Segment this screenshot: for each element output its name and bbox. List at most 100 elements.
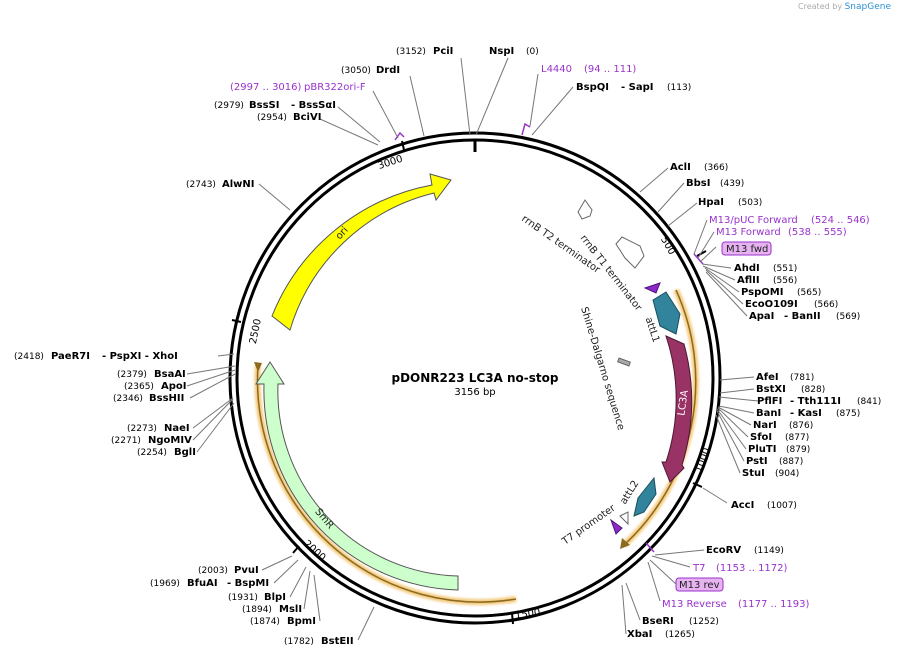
site-pflfi[interactable]: PflFI - Tth111I (841) xyxy=(757,396,881,407)
svg-text:- Tth111I: - Tth111I xyxy=(790,396,841,407)
site-drdi[interactable]: (3050) DrdI xyxy=(341,65,400,76)
svg-text:PciI: PciI xyxy=(433,46,453,57)
primer-m13-reverse[interactable]: M13 Reverse (1177 .. 1193) xyxy=(662,599,810,610)
site-pvui[interactable]: (2003) PvuI xyxy=(198,565,259,576)
site-naei[interactable]: (2273) NaeI xyxy=(127,423,190,434)
svg-text:(904): (904) xyxy=(775,469,799,479)
site-bfuai[interactable]: (1969) BfuAI - BspMI xyxy=(150,578,269,589)
site-nspi[interactable]: NspI (0) xyxy=(489,46,539,57)
site-hpai[interactable]: HpaI (503) xyxy=(698,197,762,208)
site-blpi[interactable]: (1931) BlpI xyxy=(228,592,286,603)
site-bstxi[interactable]: BstXI (828) xyxy=(756,384,825,395)
svg-text:(565): (565) xyxy=(797,288,821,298)
site-sfoi[interactable]: SfoI (877) xyxy=(750,432,809,443)
site-msli[interactable]: (1894) MslI xyxy=(242,604,302,615)
site-bsteii[interactable]: (1782) BstEII xyxy=(284,636,354,647)
svg-text:(887): (887) xyxy=(779,457,803,467)
svg-text:- SapI: - SapI xyxy=(621,82,653,93)
svg-text:BseRI: BseRI xyxy=(642,616,674,627)
svg-text:(94 .. 111): (94 .. 111) xyxy=(584,64,636,75)
site-ahdi[interactable]: AhdI (551) xyxy=(734,263,797,274)
svg-text:EcoO109I: EcoO109I xyxy=(745,299,798,310)
site-bcivi[interactable]: (2954) BciVI xyxy=(257,112,321,123)
primer-m13-forward[interactable]: M13 Forward (538 .. 555) xyxy=(716,227,847,238)
site-ngomiv[interactable]: (2271) NgoMIV xyxy=(111,435,192,446)
svg-text:NaeI: NaeI xyxy=(164,423,190,434)
svg-text:BpmI: BpmI xyxy=(287,616,316,627)
svg-text:(1874): (1874) xyxy=(250,617,280,627)
svg-text:(2271): (2271) xyxy=(111,436,141,446)
site-bsshii[interactable]: (2346) BssHII xyxy=(113,393,184,404)
site-alwni[interactable]: (2743) AlwNI xyxy=(186,179,255,190)
site-xbai[interactable]: XbaI (1265) xyxy=(627,629,695,640)
site-acli[interactable]: AclI (366) xyxy=(670,162,728,173)
svg-text:(2365): (2365) xyxy=(124,382,154,392)
svg-text:BciVI: BciVI xyxy=(293,112,321,123)
svg-text:(1007): (1007) xyxy=(767,501,797,511)
site-bspqi[interactable]: BspQI - SapI (113) xyxy=(576,82,691,93)
smr-feature[interactable]: SmR xyxy=(255,361,459,591)
svg-text:(2418): (2418) xyxy=(14,352,44,362)
svg-text:AlwNI: AlwNI xyxy=(222,179,255,190)
svg-text:BspQI: BspQI xyxy=(576,82,609,93)
svg-text:- BanII: - BanII xyxy=(784,311,821,322)
attl1-feature[interactable]: attL1 xyxy=(643,291,681,344)
svg-text:M13 rev: M13 rev xyxy=(679,580,720,591)
site-paer7i[interactable]: (2418) PaeR7I - PspXI - XhoI xyxy=(14,351,178,362)
rrnb-t1-terminator[interactable]: rrnB T1 terminator xyxy=(578,233,645,314)
lc3a-feature[interactable]: LC3A xyxy=(661,335,693,483)
primer-m13-puc-forward[interactable]: M13/pUC Forward (524 .. 546) xyxy=(709,215,870,226)
site-bsssi[interactable]: (2979) BssSI - BssSαI xyxy=(214,100,336,111)
site-bani[interactable]: BanI - KasI (875) xyxy=(756,408,860,419)
site-pspomi[interactable]: PspOMI (565) xyxy=(741,287,821,298)
site-bpmi[interactable]: (1874) BpmI xyxy=(250,616,316,627)
svg-text:(2743): (2743) xyxy=(186,180,216,190)
svg-text:NspI: NspI xyxy=(489,46,514,57)
svg-text:(781): (781) xyxy=(790,373,814,383)
ori-feature[interactable]: ori xyxy=(271,173,452,331)
primer-pbr322ori-f[interactable]: (2997 .. 3016) pBR322ori-F xyxy=(230,82,366,93)
svg-text:PluTI: PluTI xyxy=(748,444,776,455)
site-apoi[interactable]: (2365) ApoI xyxy=(124,381,187,392)
site-apai[interactable]: ApaI - BanII (569) xyxy=(749,311,860,322)
site-nari[interactable]: NarI (876) xyxy=(753,420,813,431)
site-bgli[interactable]: (2254) BglI xyxy=(137,447,196,458)
site-ecorv[interactable]: EcoRV (1149) xyxy=(706,545,784,556)
t7-promoter-label: T7 promoter xyxy=(560,502,619,548)
attl2-feature[interactable]: attL2 xyxy=(618,476,657,517)
primer-t7[interactable]: T7 (1153 .. 1172) xyxy=(692,563,788,574)
svg-text:(876): (876) xyxy=(789,421,813,431)
tick-label-500: 500 xyxy=(658,235,677,257)
shine-dalgarno-label: Shine-Dalgarno sequence xyxy=(578,306,626,432)
primer-badge-m13-fwd[interactable]: M13 fwd xyxy=(721,241,772,256)
svg-text:(2997 .. 3016): (2997 .. 3016) xyxy=(230,82,302,93)
site-aflii[interactable]: AflII (556) xyxy=(737,275,797,286)
svg-text:BstXI: BstXI xyxy=(756,384,786,395)
site-afei[interactable]: AfeI (781) xyxy=(756,372,814,383)
tick-label-2500: 2500 xyxy=(248,318,264,345)
site-ecoo109i[interactable]: EcoO109I (566) xyxy=(745,299,838,310)
svg-text:AhdI: AhdI xyxy=(734,263,760,274)
svg-text:PvuI: PvuI xyxy=(234,565,259,576)
svg-text:BbsI: BbsI xyxy=(686,178,710,189)
highlight-arc-right xyxy=(623,289,697,546)
site-acci[interactable]: AccI (1007) xyxy=(731,500,797,511)
shine-dalgarno-feature[interactable]: Shine-Dalgarno sequence xyxy=(578,306,631,432)
site-psti[interactable]: PstI (887) xyxy=(746,456,803,467)
site-bseri[interactable]: BseRI (1252) xyxy=(642,616,719,627)
site-bsaai[interactable]: (2379) BsaAI xyxy=(117,369,186,380)
site-pcii[interactable]: (3152) PciI xyxy=(396,46,453,57)
svg-text:T7: T7 xyxy=(692,563,705,574)
primer-l4440[interactable]: L4440 (94 .. 111) xyxy=(541,64,636,75)
site-bbsi[interactable]: BbsI (439) xyxy=(686,178,744,189)
svg-text:(556): (556) xyxy=(773,276,797,286)
arrowhead-right xyxy=(620,538,630,549)
svg-text:(1177 .. 1193): (1177 .. 1193) xyxy=(738,599,810,610)
svg-text:BglI: BglI xyxy=(174,447,196,458)
site-pluti[interactable]: PluTI (879) xyxy=(748,444,810,455)
svg-text:BfuAI: BfuAI xyxy=(187,578,218,589)
site-stui[interactable]: StuI (904) xyxy=(742,468,799,479)
svg-text:(569): (569) xyxy=(836,312,860,322)
primer-badge-m13-rev[interactable]: M13 rev xyxy=(675,577,724,592)
